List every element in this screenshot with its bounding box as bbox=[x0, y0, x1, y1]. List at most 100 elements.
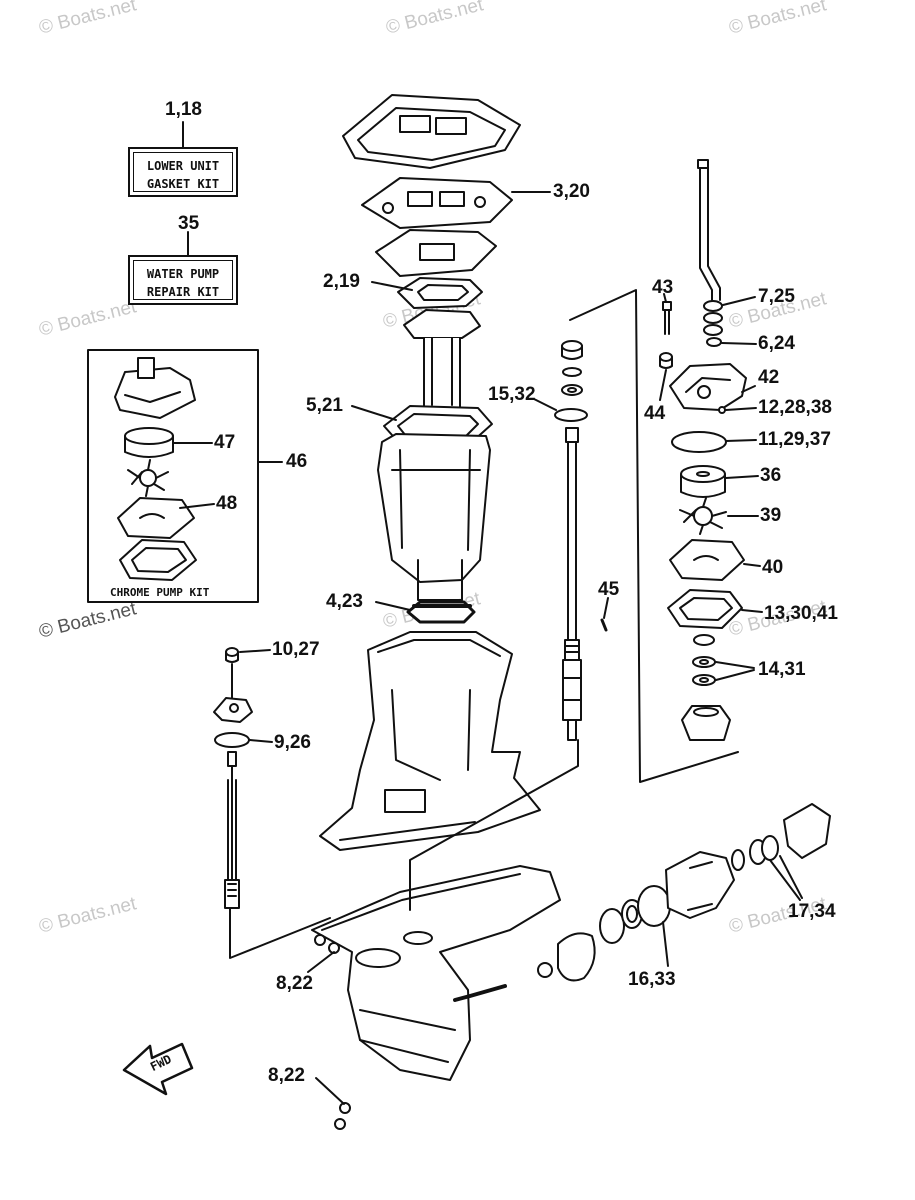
callout-2: 2,19 bbox=[323, 271, 360, 292]
leader-line bbox=[229, 899, 331, 959]
callout-10: 10,27 bbox=[272, 639, 320, 660]
grommet-7 bbox=[703, 300, 723, 336]
callout-5: 5,21 bbox=[306, 395, 343, 416]
exhaust-guide bbox=[403, 309, 481, 411]
callout-16: 16,33 bbox=[628, 969, 676, 990]
leader-line bbox=[409, 739, 579, 911]
leader-line bbox=[722, 296, 756, 306]
pin-45 bbox=[600, 618, 608, 632]
upper-casing bbox=[377, 433, 491, 601]
callout-47: 47 bbox=[214, 432, 236, 453]
drive-shaft-bearing bbox=[561, 340, 583, 396]
leader-line bbox=[725, 475, 759, 479]
gasket-3 bbox=[361, 177, 513, 229]
callout-17: 17,34 bbox=[788, 901, 836, 922]
nut-8-upper bbox=[314, 934, 340, 954]
callout-43: 43 bbox=[652, 277, 674, 298]
callout-14: 14,31 bbox=[758, 659, 806, 680]
lower-casing bbox=[319, 631, 541, 851]
pump-kit-line1: WATER PUMP bbox=[146, 267, 220, 281]
gasket-kit-line1: LOWER UNIT bbox=[146, 159, 220, 173]
leader-line bbox=[741, 609, 763, 613]
propeller-shaft-parts bbox=[537, 803, 831, 982]
pump-kit-box: WATER PUMP REPAIR KIT bbox=[128, 255, 238, 305]
callout-48: 48 bbox=[216, 493, 238, 514]
leader-line bbox=[725, 439, 757, 442]
upper-casing-cover bbox=[342, 94, 521, 169]
gasket-2 bbox=[397, 277, 483, 309]
o-ring-11 bbox=[671, 431, 727, 453]
kit-impeller bbox=[127, 459, 169, 497]
collar-44 bbox=[659, 352, 673, 369]
mount-plate bbox=[375, 229, 497, 277]
leader-line bbox=[715, 669, 755, 681]
kit-number-gasket: 1,18 bbox=[165, 99, 202, 120]
impeller-cup bbox=[680, 465, 726, 498]
callout-8-upper: 8,22 bbox=[276, 973, 313, 994]
callout-8-lower: 8,22 bbox=[268, 1065, 305, 1086]
leader-line bbox=[249, 739, 273, 743]
leader-line bbox=[743, 563, 761, 567]
callout-45: 45 bbox=[598, 579, 620, 600]
o-ring-15 bbox=[554, 408, 588, 422]
kit-pump-housing bbox=[114, 357, 196, 419]
pin-12 bbox=[718, 406, 726, 414]
kit-impeller-cup bbox=[124, 427, 174, 458]
seal-housing bbox=[681, 705, 731, 741]
kit-number-pump: 35 bbox=[178, 213, 200, 234]
water-tube-holder bbox=[213, 663, 253, 723]
kit-outer-plate bbox=[117, 497, 195, 539]
callout-4: 4,23 bbox=[326, 591, 363, 612]
leader-line bbox=[659, 369, 667, 401]
leader-line bbox=[569, 289, 739, 783]
callout-7: 7,25 bbox=[758, 286, 795, 307]
leader-line bbox=[375, 601, 411, 611]
pump-housing bbox=[669, 363, 747, 411]
leader-line bbox=[725, 407, 757, 411]
leader-line bbox=[315, 1077, 345, 1105]
leader-line bbox=[662, 921, 669, 967]
callout-44: 44 bbox=[644, 403, 666, 424]
grommet-10 bbox=[225, 647, 239, 663]
gasket-4 bbox=[406, 600, 476, 624]
leader-line bbox=[779, 855, 803, 899]
gasket-kit-box: LOWER UNIT GASKET KIT bbox=[128, 147, 238, 197]
leader-line bbox=[663, 293, 667, 303]
callout-36: 36 bbox=[760, 465, 782, 486]
o-ring-9 bbox=[214, 732, 250, 748]
leader-line bbox=[769, 859, 801, 901]
outer-plate bbox=[669, 539, 745, 581]
callout-9: 9,26 bbox=[274, 732, 311, 753]
kit-number-chrome: 46 bbox=[286, 451, 308, 472]
seal-6 bbox=[706, 337, 722, 347]
leader-line bbox=[741, 385, 756, 393]
gasket-kit-line2: GASKET KIT bbox=[146, 177, 220, 191]
chrome-kit-caption: CHROME PUMP KIT bbox=[110, 586, 210, 599]
leader-line bbox=[533, 398, 557, 411]
kit-gasket bbox=[119, 539, 197, 581]
leader-line bbox=[721, 342, 757, 345]
fwd-arrow-icon bbox=[122, 1042, 194, 1096]
callout-3: 3,20 bbox=[553, 181, 590, 202]
leader-line bbox=[715, 661, 755, 669]
leader-line bbox=[179, 503, 215, 509]
callout-13: 13,30,41 bbox=[764, 603, 838, 624]
leader-line bbox=[371, 281, 413, 291]
callout-12: 12,28,38 bbox=[758, 397, 832, 418]
water-tube bbox=[697, 159, 721, 301]
callout-40: 40 bbox=[762, 557, 784, 578]
pump-kit-line2: REPAIR KIT bbox=[146, 285, 220, 299]
chrome-pump-kit-box bbox=[87, 349, 259, 603]
callout-39: 39 bbox=[760, 505, 782, 526]
callout-42: 42 bbox=[758, 367, 780, 388]
leader-line bbox=[239, 649, 271, 653]
callout-6: 6,24 bbox=[758, 333, 795, 354]
leader-line bbox=[351, 405, 397, 421]
drive-shaft bbox=[562, 427, 582, 741]
bolt-43 bbox=[662, 301, 672, 335]
leader-line bbox=[603, 597, 609, 619]
impeller bbox=[679, 497, 727, 535]
gasket-13 bbox=[667, 589, 743, 629]
